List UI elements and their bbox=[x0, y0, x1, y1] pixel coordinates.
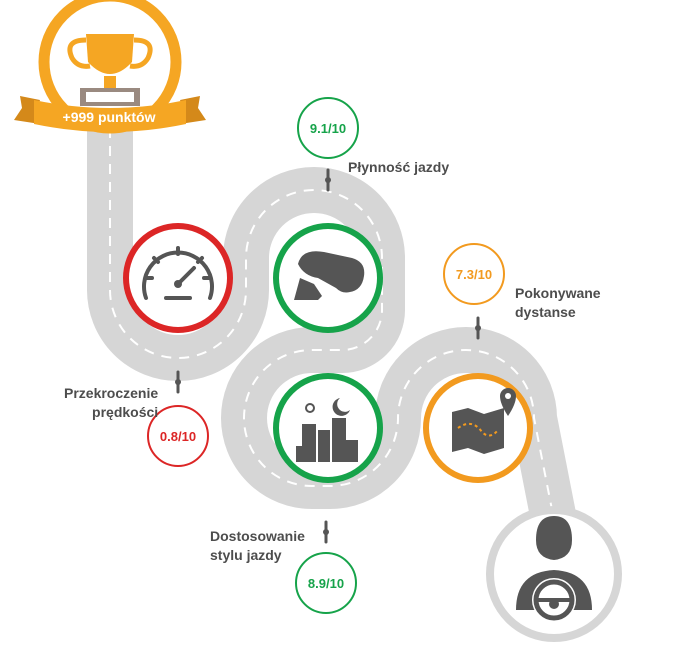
label-plynnosc: Płynność jazdy bbox=[348, 159, 450, 175]
reward-text: +999 punktów bbox=[62, 109, 156, 125]
driver-icon bbox=[516, 516, 592, 622]
score-styl: 8.9/10 bbox=[295, 552, 357, 614]
ribbon bbox=[14, 96, 206, 132]
label-styl-line2: stylu jazdy bbox=[210, 547, 282, 563]
score-plynnosc: 9.1/10 bbox=[297, 97, 359, 159]
speed-circle bbox=[123, 223, 233, 333]
label-styl: Dostosowanie stylu jazdy bbox=[210, 527, 305, 565]
driver-circle bbox=[486, 506, 622, 642]
city-circle bbox=[273, 373, 383, 483]
label-predkosc: Przekroczenie prędkości bbox=[64, 384, 158, 422]
trophy-icon bbox=[67, 34, 153, 106]
label-dystanse-line2: dystanse bbox=[515, 304, 576, 320]
label-dystanse-line1: Pokonywane bbox=[515, 285, 601, 301]
pedal-icon bbox=[294, 251, 365, 300]
score-predkosc: 0.8/10 bbox=[147, 405, 209, 467]
label-predkosc-line2: prędkości bbox=[92, 404, 159, 420]
label-predkosc-line1: Przekroczenie bbox=[64, 385, 159, 401]
label-styl-line1: Dostosowanie bbox=[210, 528, 305, 544]
city-icon bbox=[296, 398, 358, 462]
pedal-circle bbox=[273, 223, 383, 333]
trophy-badge bbox=[14, 0, 206, 134]
score-dystanse: 7.3/10 bbox=[443, 243, 505, 305]
road bbox=[87, 110, 577, 525]
map-icon bbox=[452, 388, 516, 454]
label-dystanse: Pokonywane dystanse bbox=[515, 284, 601, 322]
map-circle bbox=[423, 373, 533, 483]
